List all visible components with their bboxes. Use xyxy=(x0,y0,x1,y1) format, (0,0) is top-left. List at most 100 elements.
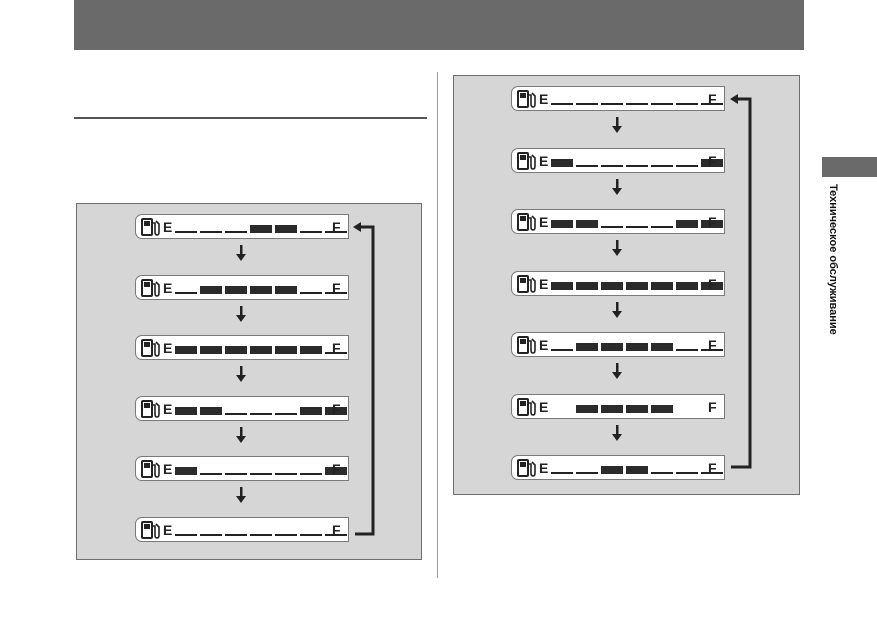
fuel-gauge-segment xyxy=(676,472,698,474)
full-label: F xyxy=(332,340,341,357)
fuel-gauge-segment xyxy=(200,285,222,294)
right-loop-arrow xyxy=(730,94,752,469)
fuel-gauge-segment xyxy=(551,158,573,167)
down-arrow-icon xyxy=(612,240,622,256)
empty-label: E xyxy=(539,275,549,292)
fuel-gauge-segment xyxy=(551,220,573,228)
full-label: F xyxy=(708,460,717,476)
fuel-pump-icon xyxy=(141,339,161,358)
fuel-gauge-segment xyxy=(576,103,598,105)
fuel-gauge-segment xyxy=(701,103,723,105)
fuel-pump-icon xyxy=(141,521,161,540)
fuel-gauge-segment xyxy=(701,472,723,474)
fuel-gauge-segment xyxy=(250,412,272,415)
down-arrow-icon xyxy=(236,305,246,322)
down-arrow-icon xyxy=(236,245,246,261)
fuel-gauge-segment xyxy=(601,343,623,351)
full-label: F xyxy=(332,400,341,417)
empty-label: E xyxy=(539,398,549,415)
fuel-gauge-segment xyxy=(651,281,673,290)
empty-label: E xyxy=(539,337,549,353)
fuel-gauge-segment xyxy=(601,404,623,413)
fuel-gauge-segment xyxy=(576,281,598,290)
fuel-gauge-segment xyxy=(576,220,598,228)
down-arrow-icon xyxy=(236,366,246,383)
fuel-gauge-segment xyxy=(601,281,623,290)
fuel-gauge-segment xyxy=(651,164,673,167)
fuel-pump-icon xyxy=(141,278,161,298)
fuel-gauge-segment xyxy=(576,404,598,413)
fuel-gauge-segment xyxy=(275,534,297,536)
fuel-gauge-segment xyxy=(601,164,623,167)
fuel-gauge-segment xyxy=(275,346,297,355)
fuel-gauge-segment xyxy=(676,164,698,167)
empty-label: E xyxy=(539,91,549,107)
fuel-pump-icon xyxy=(517,151,537,171)
fuel-gauge-segment xyxy=(651,404,673,413)
fuel-gauge-segment xyxy=(225,473,247,476)
fuel-gauge-segment xyxy=(175,467,197,476)
down-arrow-icon xyxy=(236,426,246,443)
fuel-gauge-segment xyxy=(300,231,322,233)
empty-label: E xyxy=(163,340,173,357)
fuel-gauge-segment xyxy=(175,534,197,536)
fuel-pump-icon xyxy=(517,336,537,355)
fuel-gauge-segment xyxy=(626,103,648,105)
down-arrow-icon xyxy=(236,487,246,504)
empty-label: E xyxy=(539,214,549,230)
full-label: F xyxy=(332,522,341,538)
fuel-gauge-segment xyxy=(551,472,573,474)
full-label: F xyxy=(708,275,717,292)
full-label: F xyxy=(708,337,717,353)
fuel-gauge-segment xyxy=(601,226,623,228)
fuel-gauge-segment xyxy=(651,226,673,228)
fuel-gauge-segment xyxy=(300,473,322,476)
fuel-gauge-segment xyxy=(601,103,623,105)
fuel-gauge-segment xyxy=(576,343,598,351)
fuel-gauge-segment xyxy=(676,411,698,413)
fuel-gauge-segment xyxy=(200,231,222,233)
fuel-pump-icon xyxy=(517,274,537,294)
fuel-gauge-segment xyxy=(175,406,197,415)
fuel-gauge-segment xyxy=(626,404,648,413)
fuel-gauge-segment xyxy=(576,164,598,167)
fuel-gauge-segment xyxy=(225,346,247,355)
fuel-gauge-segment xyxy=(626,164,648,167)
fuel-gauge-segment xyxy=(325,406,347,415)
down-arrow-icon xyxy=(612,178,622,195)
full-label: F xyxy=(332,219,341,235)
fuel-gauge-segment xyxy=(626,226,648,228)
fuel-gauge-segment xyxy=(175,291,197,294)
down-arrow-icon xyxy=(612,363,622,379)
fuel-gauge-segment xyxy=(275,412,297,415)
empty-label: E xyxy=(539,460,549,476)
fuel-gauge-segment xyxy=(601,466,623,474)
fuel-gauge-segment xyxy=(676,349,698,351)
fuel-gauge-segment xyxy=(250,346,272,355)
full-label: F xyxy=(708,214,717,230)
fuel-gauge-segment xyxy=(300,534,322,536)
fuel-pump-icon xyxy=(517,213,537,232)
full-label: F xyxy=(332,461,341,478)
fuel-pump-icon xyxy=(517,459,537,478)
fuel-pump-icon xyxy=(517,397,537,417)
fuel-gauge-segment xyxy=(676,281,698,290)
fuel-gauge-segment xyxy=(175,231,197,233)
fuel-gauge-segment xyxy=(551,103,573,105)
fuel-gauge-segment xyxy=(651,472,673,474)
full-label: F xyxy=(708,91,717,107)
fuel-gauge-segment xyxy=(626,281,648,290)
fuel-gauge-segment xyxy=(250,473,272,476)
fuel-gauge-segment xyxy=(676,103,698,105)
fuel-gauge-segment xyxy=(250,285,272,294)
fuel-pump-icon xyxy=(141,460,161,479)
fuel-gauge-segment xyxy=(225,231,247,233)
